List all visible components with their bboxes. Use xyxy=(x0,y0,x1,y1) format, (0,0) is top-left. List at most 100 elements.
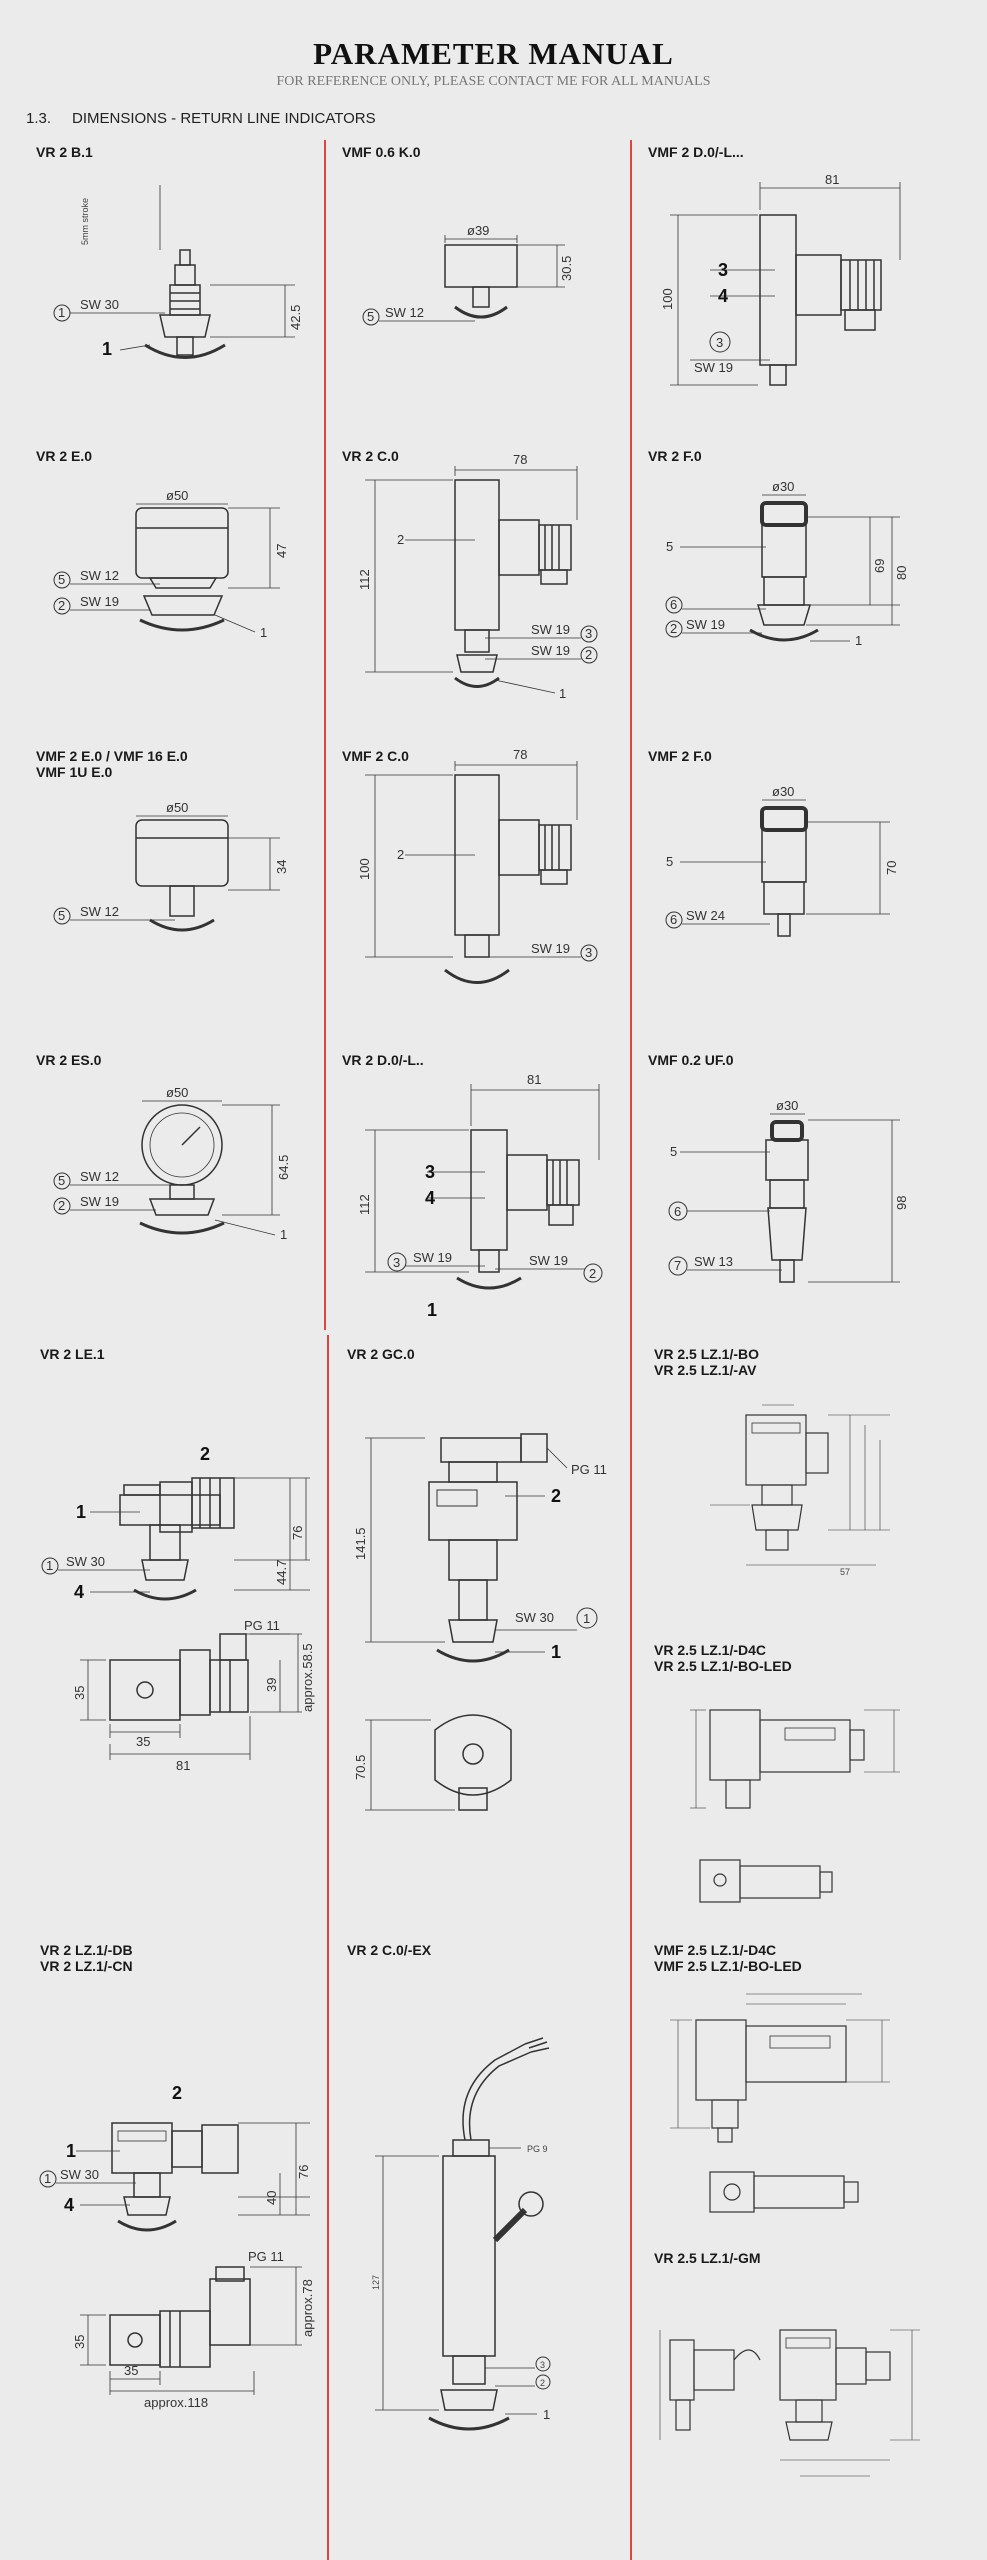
model-label: VR 2.5 LZ.1/-BO-LED xyxy=(654,1658,792,1674)
drawing-vmf06k0: ø39 30.5 5 SW 12 xyxy=(362,223,574,326)
dim-sw19: SW 19 xyxy=(529,1253,568,1268)
callout-number: 1 xyxy=(58,305,65,320)
model-label: VMF 2.5 LZ.1/-BO-LED xyxy=(654,1958,802,1974)
dim-127: 127 xyxy=(371,2275,381,2290)
callout-number: 5 xyxy=(58,572,65,587)
drawing-vmf2f0: ø30 5 70 6 SW 24 xyxy=(665,784,899,937)
drawing-vr2c0-ex: PG 9 127 3 2 1 xyxy=(371,2037,551,2431)
model-label: VMF 0.6 K.0 xyxy=(342,144,421,160)
model-label: VR 2 E.0 xyxy=(36,448,93,464)
callout-number: 3 xyxy=(393,1255,400,1270)
model-label: VMF 2.5 LZ.1/-D4C xyxy=(654,1942,777,1958)
callout-number: 7 xyxy=(674,1258,681,1273)
callout-number: 2 xyxy=(585,647,592,662)
callout-number: 1 xyxy=(427,1300,437,1320)
dim-78: 78 xyxy=(513,747,527,762)
model-label: VR 2 C.0/-EX xyxy=(347,1942,432,1958)
dim-76: 76 xyxy=(290,1526,305,1540)
dim-98: 98 xyxy=(894,1196,909,1210)
dim-pg11: PG 11 xyxy=(248,2249,284,2264)
model-label: VR 2 B.1 xyxy=(36,144,93,160)
callout-number: 2 xyxy=(397,532,404,547)
dim-112: 112 xyxy=(357,569,372,590)
callout-number: 1 xyxy=(551,1642,561,1662)
dim-35: 35 xyxy=(72,2335,87,2349)
callout-number: 1 xyxy=(44,2171,51,2186)
dim-50: ø50 xyxy=(166,1085,188,1100)
callout-number: 5 xyxy=(666,539,673,554)
callout-number: 1 xyxy=(76,1502,86,1522)
callout-number: 1 xyxy=(855,633,862,648)
dim-sw19: SW 19 xyxy=(80,594,119,609)
callout-number: 2 xyxy=(397,847,404,862)
dim-35: 35 xyxy=(72,1686,87,1700)
callout-number: 3 xyxy=(585,945,592,960)
dim-sw12: SW 12 xyxy=(385,305,424,320)
column-separator-left-lower xyxy=(327,1335,329,2560)
dim-69: 69 xyxy=(872,559,887,573)
drawing-vr2le1-side: PG 11 35 35 81 39 approx.58.5 xyxy=(72,1618,315,1773)
model-label: VR 2 ES.0 xyxy=(36,1052,102,1068)
callout-number: 3 xyxy=(585,626,592,641)
model-label: VMF 2 D.0/-L... xyxy=(648,144,744,160)
callout-number: 2 xyxy=(540,2378,545,2388)
drawing-vr2le1: 2 1 76 44.7 1 SW 30 4 xyxy=(41,1444,310,1602)
callout-number: 1 xyxy=(583,1611,590,1626)
dim-sw30: SW 30 xyxy=(60,2167,99,2182)
dim-70-5: 70.5 xyxy=(353,1755,368,1780)
drawing-vr2gc0: PG 11 2 141.5 SW 30 1 1 xyxy=(353,1433,607,1663)
dim-81: 81 xyxy=(825,172,839,187)
drawing-vr2e0: ø50 47 5 SW 12 2 SW 19 1 xyxy=(53,488,289,640)
dim-76: 76 xyxy=(296,2165,311,2179)
dim-70: 70 xyxy=(884,861,899,875)
callout-number: 4 xyxy=(74,1582,84,1602)
dim-44-7: 44.7 xyxy=(274,1560,289,1585)
callout-number: 6 xyxy=(674,1204,681,1219)
dim-80: 80 xyxy=(894,566,909,580)
model-label: VR 2.5 LZ.1/-D4C xyxy=(654,1642,767,1658)
dim-sw13: SW 13 xyxy=(694,1254,733,1269)
callout-number: 3 xyxy=(716,335,723,350)
model-label: VR 2 C.0 xyxy=(342,448,399,464)
dim-47: 47 xyxy=(274,544,289,558)
model-label: VR 2 D.0/-L.. xyxy=(342,1052,424,1068)
dim-sw19: SW 19 xyxy=(686,617,725,632)
callout-number: 5 xyxy=(670,1144,677,1159)
callout-number: 5 xyxy=(666,854,673,869)
model-label: VMF 2 E.0 / VMF 16 E.0 xyxy=(36,748,188,764)
callout-number: 3 xyxy=(540,2360,545,2370)
drawing-vr2f0: ø30 5 69 80 6 2 SW 19 1 xyxy=(665,479,909,648)
drawing-vmf2e0: ø50 34 5 SW 12 xyxy=(53,800,289,932)
model-label: VR 2 LZ.1/-CN xyxy=(40,1958,133,1974)
callout-number: 4 xyxy=(718,286,728,306)
drawing-vr2lz1-db-side: PG 11 35 35 approx.118 approx.78 xyxy=(72,2249,315,2410)
callout-number: 5 xyxy=(58,908,65,923)
dim-sw19: SW 19 xyxy=(531,643,570,658)
dim-81: 81 xyxy=(176,1758,190,1773)
dim-40: 40 xyxy=(264,2191,279,2205)
dim-stroke: 5mm stroke xyxy=(80,198,90,245)
model-label: VR 2 F.0 xyxy=(648,448,702,464)
callout-number: 5 xyxy=(58,1173,65,1188)
callout-number: 2 xyxy=(670,621,677,636)
model-label: VR 2.5 LZ.1/-AV xyxy=(654,1362,757,1378)
dim-141-5: 141.5 xyxy=(353,1527,368,1560)
callout-number: 5 xyxy=(367,309,374,324)
callout-number: 1 xyxy=(559,686,566,701)
dim-30: ø30 xyxy=(772,784,794,799)
callout-number: 2 xyxy=(172,2083,182,2103)
drawing-vmf2c0: 78 100 2 SW 19 3 xyxy=(357,747,598,984)
dim-sw19: SW 19 xyxy=(413,1250,452,1265)
dim-sw30: SW 30 xyxy=(515,1610,554,1625)
dim-pg11: PG 11 xyxy=(571,1462,607,1477)
callout-number: 3 xyxy=(425,1162,435,1182)
model-label: VR 2.5 LZ.1/-BO xyxy=(654,1346,760,1362)
dim-sw30: SW 30 xyxy=(66,1554,105,1569)
dim-30: ø30 xyxy=(772,479,794,494)
dim-50: ø50 xyxy=(166,488,188,503)
callout-number: 2 xyxy=(589,1266,596,1281)
model-label: VR 2.5 LZ.1/-GM xyxy=(654,2250,761,2266)
dim-30-5: 30.5 xyxy=(559,256,574,281)
dim-sw24: SW 24 xyxy=(686,908,725,923)
dim-35: 35 xyxy=(136,1734,150,1749)
